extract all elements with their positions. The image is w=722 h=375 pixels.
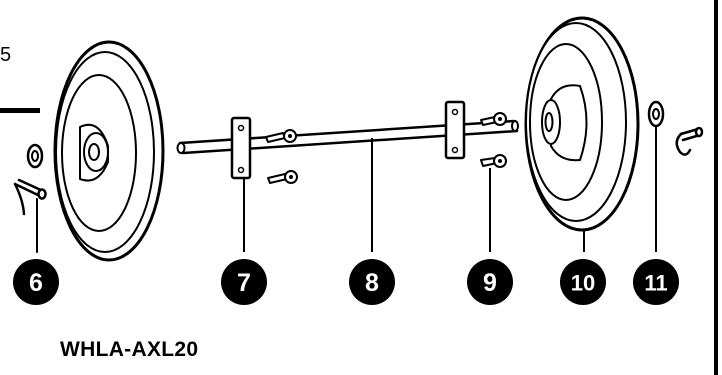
- model-code-label: WHLA-AXL20: [60, 338, 199, 361]
- svg-text:10: 10: [571, 271, 595, 296]
- callout-7: 7: [221, 259, 267, 305]
- bolts: [265, 112, 507, 252]
- section-divider: [0, 108, 40, 113]
- bolt-right-lower: [480, 154, 507, 168]
- bolt-left-upper: [265, 129, 297, 143]
- left-wheel: [53, 40, 165, 262]
- svg-text:6: 6: [29, 269, 43, 297]
- callout-6: 6: [13, 259, 59, 305]
- svg-text:11: 11: [644, 271, 667, 296]
- right-washer: [647, 100, 665, 252]
- left-bracket: [230, 116, 252, 252]
- bolt-right-upper: [480, 112, 507, 126]
- svg-text:8: 8: [365, 269, 379, 297]
- axle-rod: [176, 119, 519, 252]
- right-bracket: [444, 100, 466, 160]
- right-wheel: [524, 16, 640, 252]
- svg-text:7: 7: [237, 269, 251, 297]
- callout-9: 9: [467, 259, 513, 305]
- svg-text:9: 9: [483, 269, 497, 297]
- left-washer: [26, 143, 44, 169]
- left-hitch-pin: [13, 178, 47, 253]
- corner-fragment-text: 5: [0, 44, 11, 66]
- callout-8: 8: [349, 259, 395, 305]
- callout-10: 10: [560, 259, 606, 305]
- right-hitch-pin: [675, 126, 704, 156]
- bolt-left-lower: [267, 170, 298, 184]
- callout-11: 11: [633, 259, 679, 305]
